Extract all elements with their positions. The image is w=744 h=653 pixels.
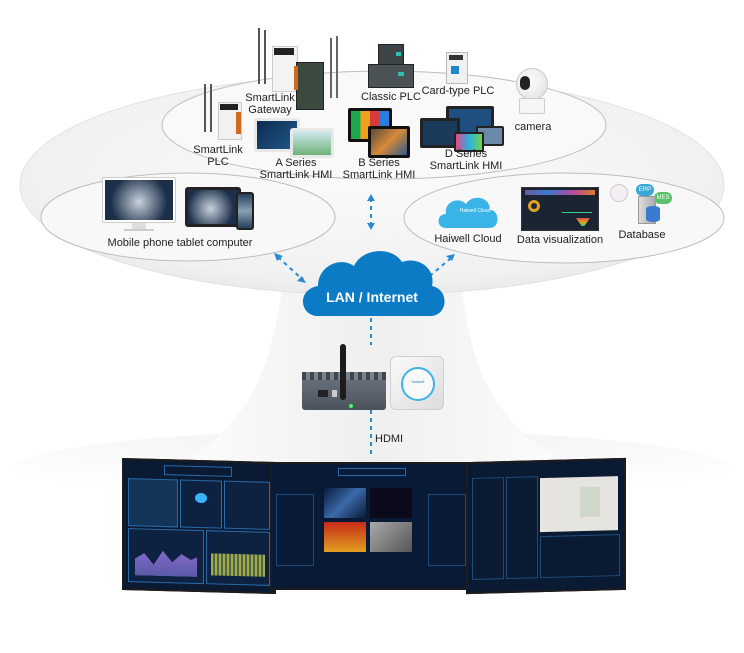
a-series-hmi-device bbox=[254, 118, 334, 160]
card-type-plc-label: Card-type PLC bbox=[421, 85, 495, 97]
label-line: SmartLink HMI bbox=[429, 160, 503, 172]
erp-badge: ERP bbox=[636, 184, 654, 196]
lan-internet-label: LAN / Internet bbox=[326, 289, 418, 305]
label-line: D Series bbox=[444, 148, 488, 160]
curved-display bbox=[118, 457, 626, 595]
edge-gateway-box bbox=[302, 344, 388, 412]
haiwell-cloud-icon: Haiwell Cloud bbox=[436, 192, 500, 230]
hdmi-label: HDMI bbox=[375, 433, 404, 445]
camera-label: camera bbox=[514, 121, 552, 133]
dashed-connectors bbox=[277, 198, 452, 455]
smartlink-plc-label: SmartLink PLC bbox=[188, 144, 248, 168]
d-series-hmi-device bbox=[420, 106, 504, 152]
smartlink-gateway-device bbox=[252, 28, 342, 114]
label-line: Gateway bbox=[248, 104, 292, 116]
desktop-monitor-device bbox=[102, 177, 176, 233]
classic-plc-device bbox=[368, 44, 414, 88]
display-left-panel bbox=[122, 457, 276, 595]
b-series-hmi-label: B Series SmartLink HMI bbox=[340, 157, 418, 181]
display-right-panel bbox=[466, 457, 626, 595]
haiwell-cloud-label: Haiwell Cloud bbox=[434, 233, 502, 245]
b-series-hmi-device bbox=[348, 108, 410, 160]
lan-cloud-shape bbox=[302, 251, 445, 316]
haiwell-box-brand: Haiwell bbox=[411, 379, 425, 384]
label-line: SmartLink bbox=[245, 92, 295, 104]
database-label: Database bbox=[618, 229, 666, 241]
smartlink-gateway-label: SmartLink Gateway bbox=[238, 92, 302, 116]
antenna-icon bbox=[340, 344, 346, 400]
db-cylinder bbox=[646, 206, 660, 222]
map-view bbox=[540, 476, 618, 533]
label-line: B Series bbox=[358, 157, 400, 169]
client-devices-label: Mobile phone tablet computer bbox=[107, 237, 253, 249]
label-line: SmartLink HMI bbox=[342, 169, 416, 181]
camera-device bbox=[514, 68, 548, 114]
smartlink-plc-device bbox=[200, 84, 248, 142]
tablet-device bbox=[185, 187, 241, 227]
d-series-hmi-label: D Series SmartLink HMI bbox=[424, 148, 508, 172]
mes-badge: MES bbox=[654, 192, 672, 204]
database-globe bbox=[610, 184, 628, 202]
data-visualization-screen bbox=[521, 187, 599, 231]
label-line: A Series bbox=[275, 157, 317, 169]
data-visualization-label: Data visualization bbox=[516, 234, 604, 246]
label-line: PLC bbox=[207, 156, 229, 168]
haiwell-box-device: Haiwell bbox=[390, 356, 444, 410]
database-icon: ERP MES bbox=[610, 184, 678, 224]
cloud-inner-text: Haiwell Cloud bbox=[459, 208, 491, 214]
card-type-plc-device bbox=[446, 52, 468, 84]
classic-plc-label: Classic PLC bbox=[361, 91, 421, 103]
label-line: SmartLink bbox=[193, 144, 243, 156]
phone-device bbox=[236, 192, 254, 230]
display-center-panel bbox=[270, 462, 472, 590]
a-series-hmi-label: A Series SmartLink HMI bbox=[258, 157, 334, 181]
label-line: SmartLink HMI bbox=[259, 169, 333, 181]
